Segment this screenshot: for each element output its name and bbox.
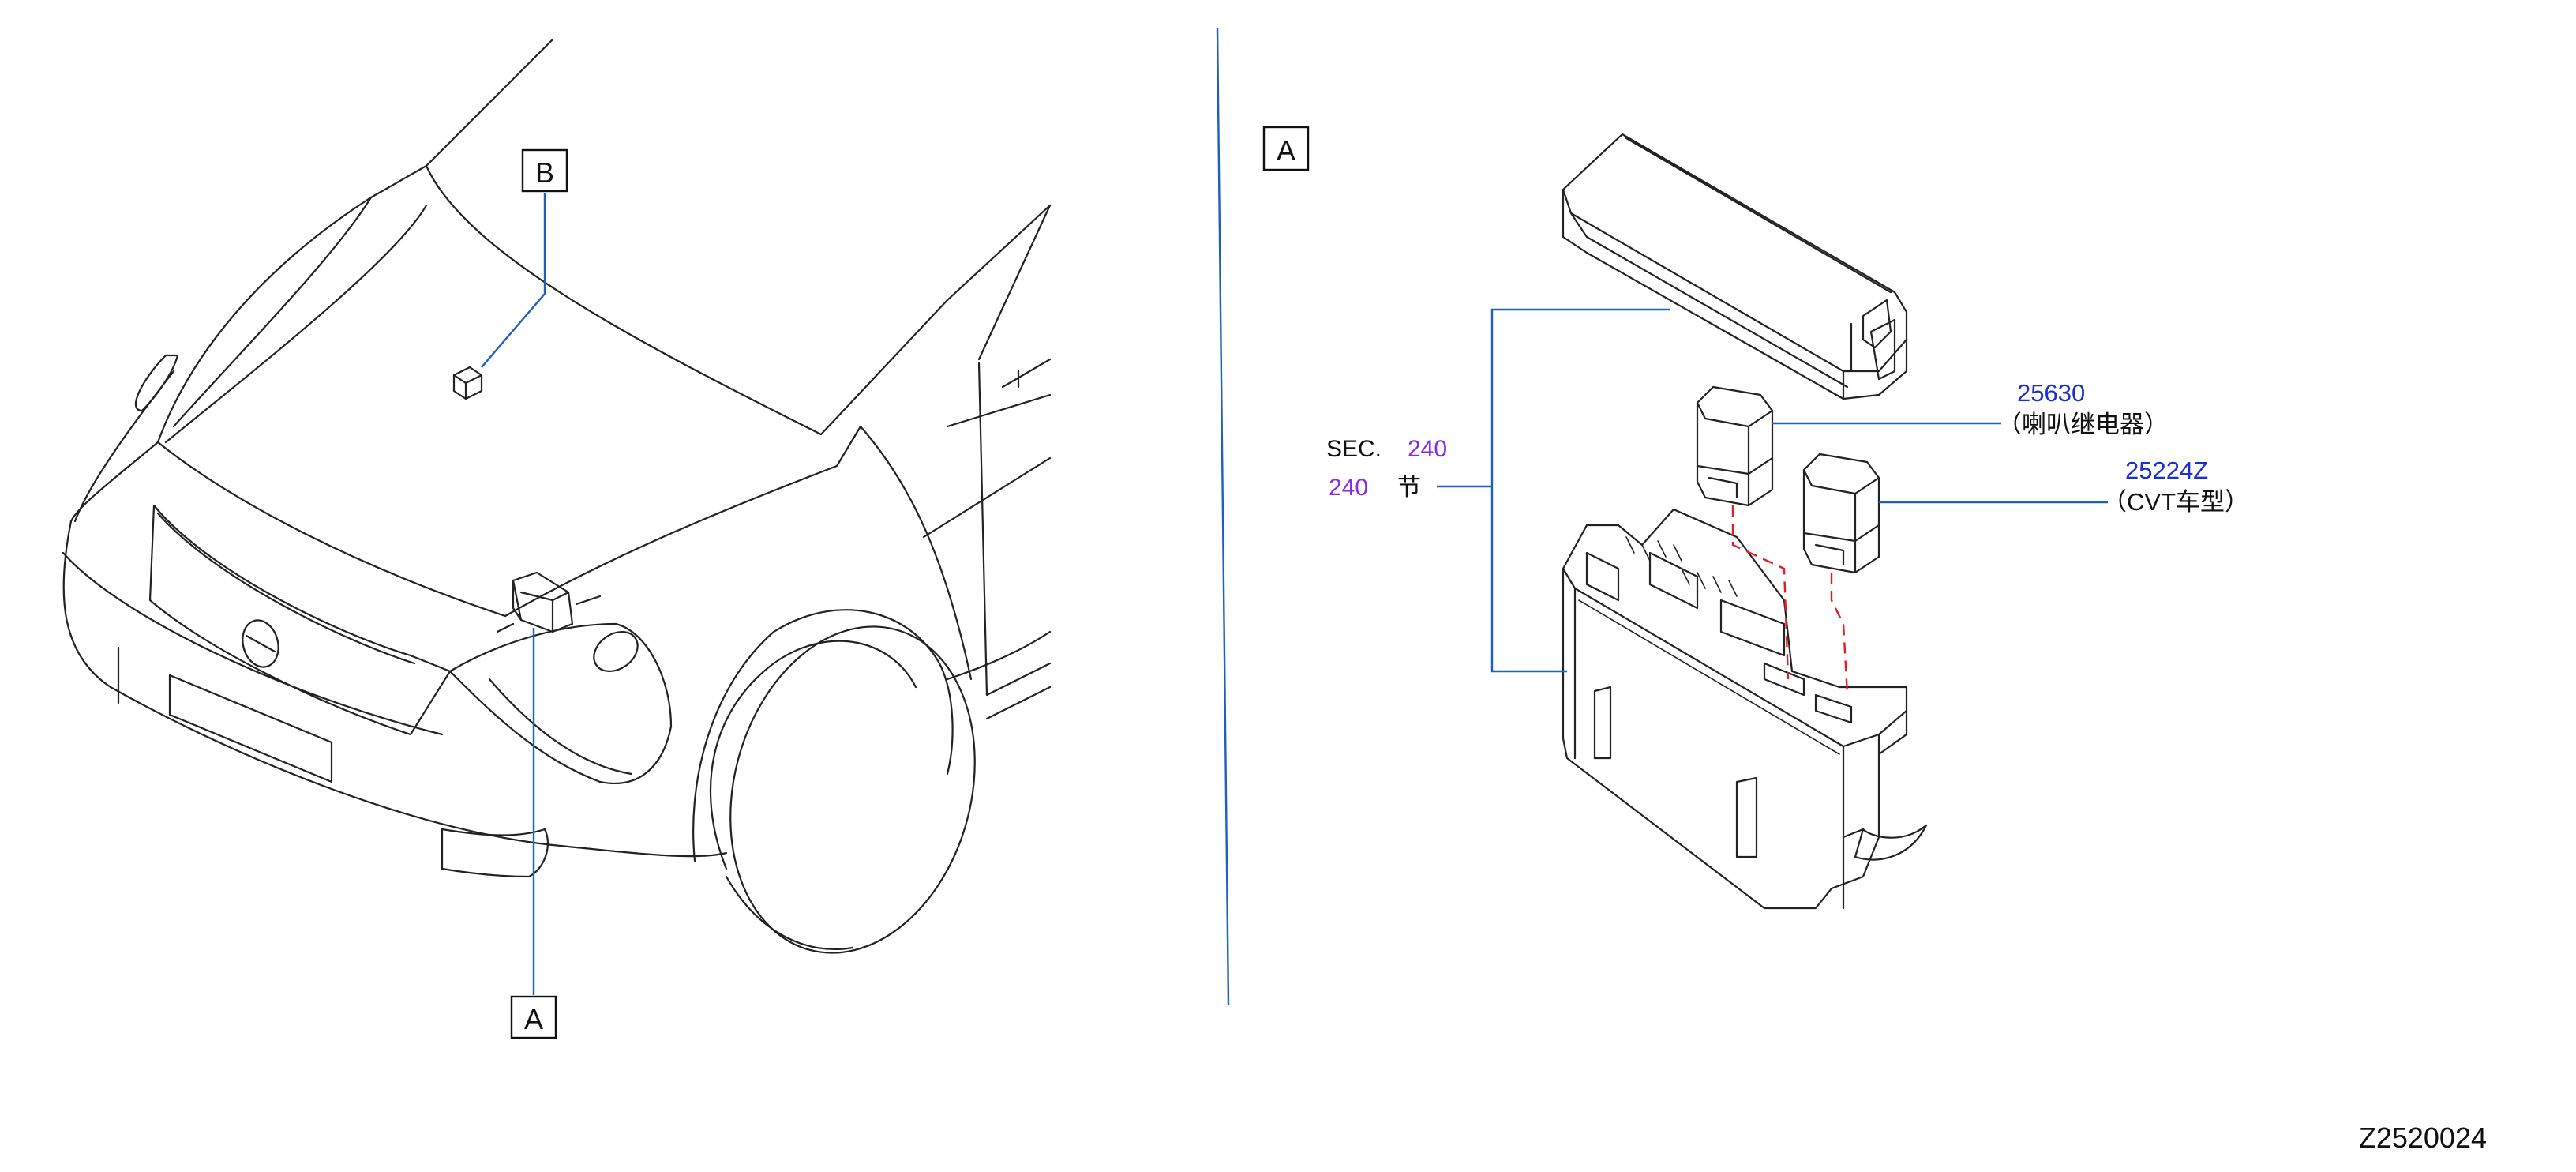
right-leaders <box>1437 308 2108 673</box>
label-box-b: B <box>521 148 568 193</box>
part-callout-25224Z: 25224Z （CVT车型） <box>2102 456 2249 516</box>
installation-paths <box>1731 505 1849 696</box>
sec-number-2: 240 <box>1329 475 1368 501</box>
sec-suffix: 节 <box>1397 475 1421 501</box>
relay-25630 <box>1696 385 1774 507</box>
sec-prefix: SEC. <box>1326 436 1382 462</box>
drawing-id: Z2520024 <box>2359 1121 2487 1154</box>
sec-number: 240 <box>1408 436 1447 462</box>
part1-desc: （喇叭继电器） <box>1997 411 2169 438</box>
label-a-right-text: A <box>1277 134 1295 167</box>
fuse-box-cover <box>1562 133 1908 400</box>
label-box-a-left: A <box>510 995 557 1039</box>
divider-line <box>1216 28 1230 1005</box>
left-leaders <box>481 193 546 995</box>
fuse-box-base <box>1562 508 1928 910</box>
part2-desc: （CVT车型） <box>2102 488 2249 516</box>
part-callout-25630: 25630 （喇叭继电器） <box>1997 379 2169 438</box>
label-b-text: B <box>535 156 554 189</box>
label-box-a-right: A <box>1262 126 1310 171</box>
part1-number: 25630 <box>2017 379 2085 407</box>
label-a-left-text: A <box>524 1003 543 1035</box>
relay-25224Z <box>1802 453 1880 574</box>
part2-number: 25224Z <box>2125 456 2208 484</box>
section-reference: SEC. 240 240 节 <box>1326 436 1447 501</box>
